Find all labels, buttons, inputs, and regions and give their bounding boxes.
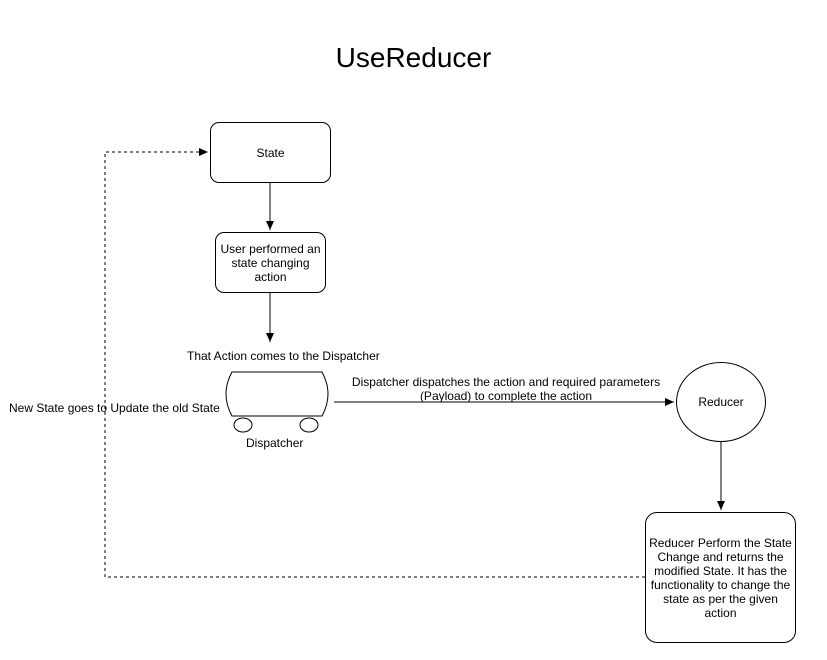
user-action-node: User performed an state changing action xyxy=(215,232,326,293)
dispatcher-title-label: That Action comes to the Dispatcher xyxy=(187,349,380,363)
state-node: State xyxy=(210,122,331,183)
diagram-title: UseReducer xyxy=(335,42,492,73)
arrow-result-to-state xyxy=(104,148,645,578)
reducer-result-node: Reducer Perform the State Change and ret… xyxy=(645,512,796,643)
feedback-edge-label: New State goes to Update the old State xyxy=(9,401,220,415)
dispatcher-cart-wheel-left xyxy=(233,417,253,433)
dispatcher-cart-wheel-right xyxy=(299,417,319,433)
dispatch-edge-label: Dispatcher dispatches the action and req… xyxy=(351,375,661,403)
reducer-node: Reducer xyxy=(676,362,766,442)
dispatcher-label: Dispatcher xyxy=(246,436,304,450)
dispatcher-cart-body xyxy=(225,371,329,417)
